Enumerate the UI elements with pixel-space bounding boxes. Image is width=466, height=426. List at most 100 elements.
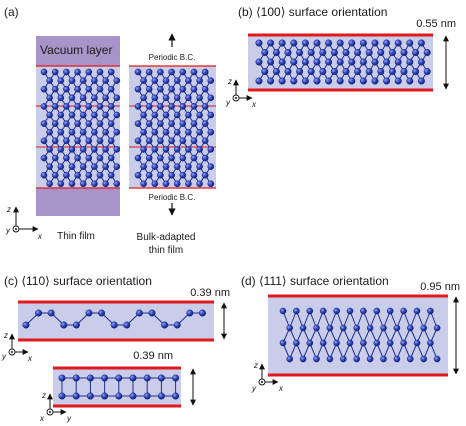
atom [115, 392, 123, 400]
atom [185, 128, 192, 136]
atom [293, 307, 300, 315]
atom [157, 374, 165, 382]
atom [417, 39, 425, 47]
atom [91, 146, 98, 153]
atom [57, 146, 65, 153]
atom [145, 171, 153, 179]
atom [113, 77, 121, 84]
atom [433, 355, 441, 363]
atom [423, 49, 431, 57]
atom [306, 339, 314, 347]
atom [107, 120, 115, 127]
atom [360, 339, 367, 347]
atom [102, 111, 109, 119]
axis-x-label: x [39, 414, 45, 423]
atom [113, 111, 121, 119]
atom [207, 146, 215, 153]
atom [68, 111, 76, 119]
atom [86, 392, 94, 400]
atom [319, 67, 327, 75]
atom [400, 339, 407, 347]
axis-y-label: y [66, 414, 72, 423]
atom [179, 137, 187, 145]
atom [185, 94, 192, 102]
atom [91, 128, 98, 136]
axis-z-label: z [253, 361, 258, 370]
atom [301, 77, 309, 85]
atom [63, 103, 70, 110]
atom [40, 137, 48, 145]
atom [51, 68, 59, 76]
atom [325, 39, 333, 47]
atom [168, 154, 175, 162]
atom [68, 163, 76, 170]
atom [63, 171, 70, 179]
atom [140, 111, 147, 119]
atom [377, 67, 385, 75]
atom [151, 163, 159, 170]
atom [383, 39, 391, 47]
atom [96, 120, 104, 127]
atom [386, 339, 394, 347]
atom [406, 58, 414, 66]
axis-z-label: z [3, 331, 8, 340]
atom [179, 171, 187, 179]
atom [255, 58, 263, 66]
atom [151, 111, 159, 119]
atom [179, 154, 187, 162]
atom [74, 137, 81, 145]
atom [85, 85, 93, 93]
atom-chain-110-top [22, 309, 206, 329]
atom [400, 49, 408, 57]
atom [190, 120, 198, 127]
atom [96, 85, 104, 93]
atom [91, 163, 98, 170]
atom [388, 67, 396, 75]
atom [296, 49, 304, 57]
atom [413, 307, 421, 315]
atom [40, 103, 48, 110]
atom [85, 171, 93, 179]
atom [51, 103, 59, 110]
atom [333, 307, 340, 315]
atom [359, 39, 367, 47]
atom [267, 39, 275, 47]
atom [86, 374, 94, 382]
atom [172, 392, 180, 400]
atom [423, 67, 431, 75]
atom [140, 77, 147, 84]
atom [196, 128, 203, 136]
atom-ladder-110-bottom [58, 374, 180, 400]
atom [348, 39, 356, 47]
atom [207, 111, 215, 119]
atom [196, 77, 203, 84]
axis-triad-c-bottom: z x y [39, 391, 72, 423]
atom [115, 374, 123, 382]
atom [359, 77, 367, 85]
atom [85, 137, 93, 145]
axis-y-label: y [225, 98, 231, 107]
atom [46, 77, 53, 84]
atom [190, 103, 198, 110]
atom [420, 355, 428, 363]
atom [433, 324, 441, 332]
atom [145, 120, 153, 127]
atom [168, 103, 175, 110]
atom [51, 120, 59, 127]
atom [261, 49, 269, 57]
atom [373, 339, 381, 347]
atom [380, 355, 387, 363]
atom [406, 324, 414, 332]
atom [393, 355, 401, 363]
atom [79, 77, 87, 84]
atom [140, 128, 147, 136]
atom [140, 180, 147, 188]
atom [196, 163, 203, 170]
atom [79, 111, 87, 119]
atom [207, 94, 215, 102]
panel-b: (b) ⟨100⟩ surface orientation 0.55 nm z … [225, 5, 456, 109]
atom [74, 171, 81, 179]
atom [173, 128, 181, 136]
film-slab-110-top [18, 302, 214, 340]
atom [190, 171, 198, 179]
